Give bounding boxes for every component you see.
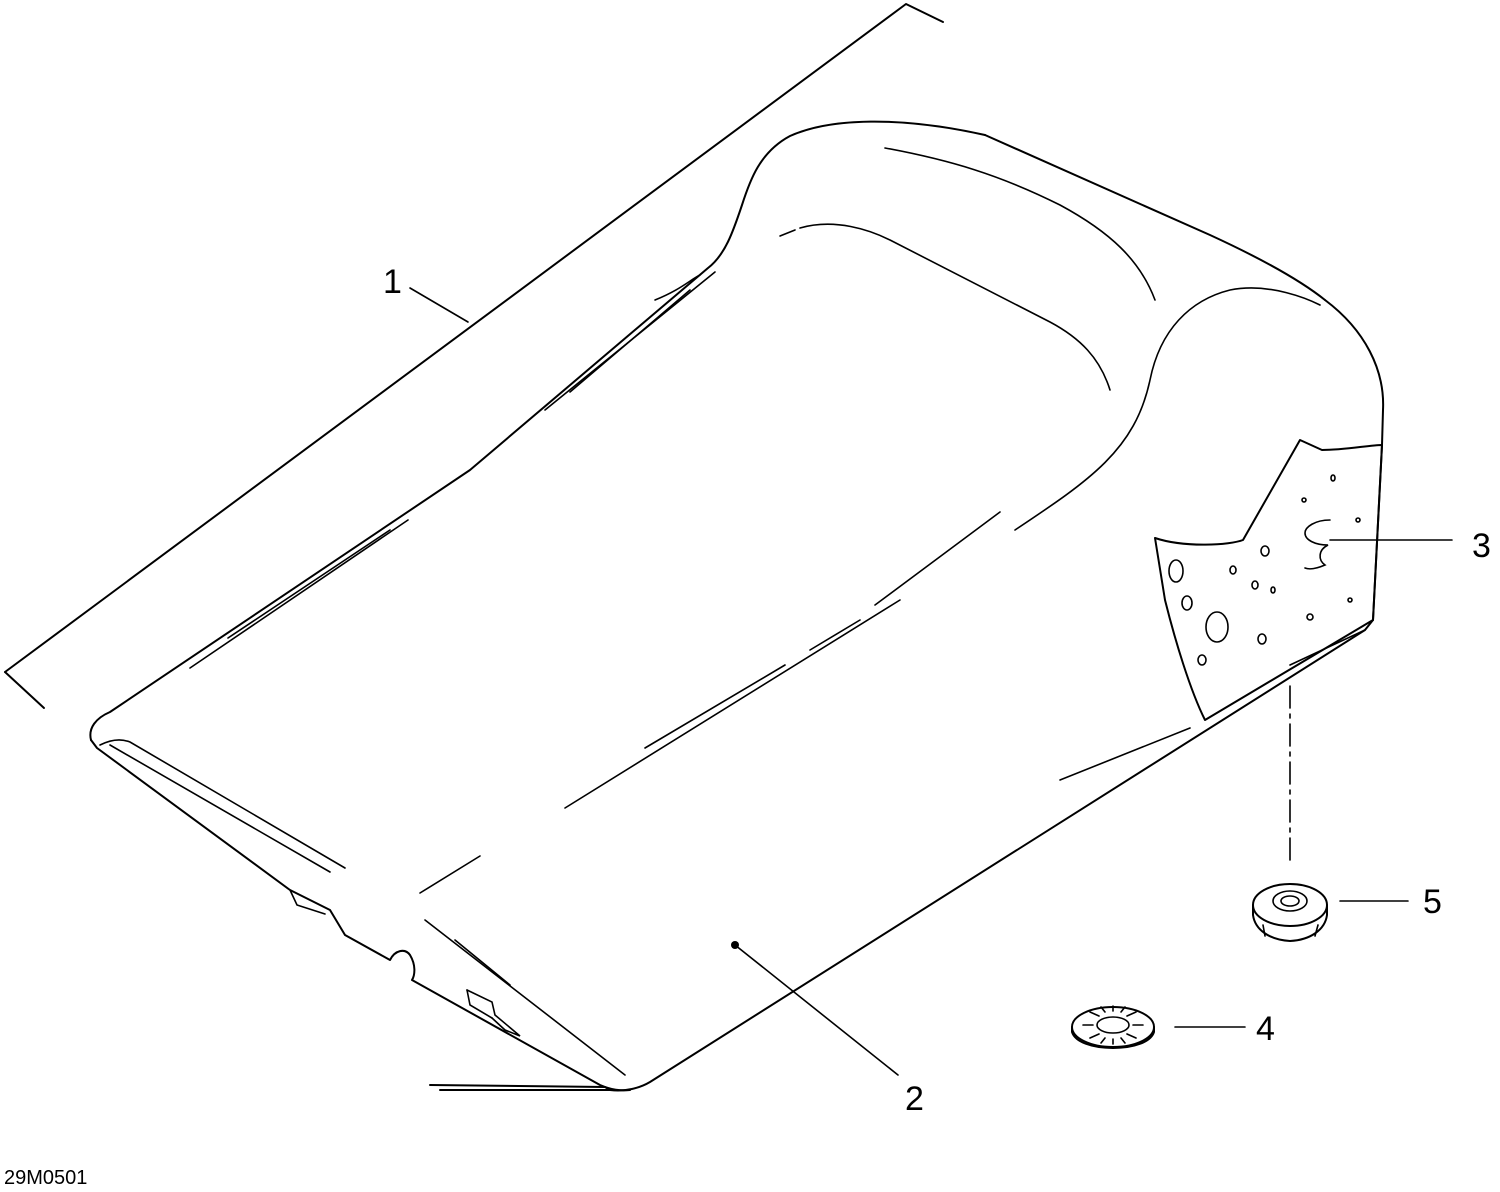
seat-base-plate	[1154, 439, 1383, 721]
callout-3-label: 3	[1472, 527, 1491, 565]
lock-washer	[1071, 1005, 1155, 1049]
callout-4-label: 4	[1256, 1010, 1275, 1048]
seat-cushion	[89, 120, 1385, 1092]
assembly-bracket	[4, 3, 944, 709]
leader-1	[409, 287, 469, 323]
callout-5-label: 5	[1423, 883, 1442, 921]
leader-2	[734, 944, 899, 1076]
figure-reference-code: 29M0501	[4, 1167, 87, 1189]
callout-2-label: 2	[905, 1080, 924, 1118]
callout-1-label: 1	[383, 263, 402, 301]
leader-lines	[409, 287, 1453, 1076]
flange-nut	[1252, 685, 1328, 942]
